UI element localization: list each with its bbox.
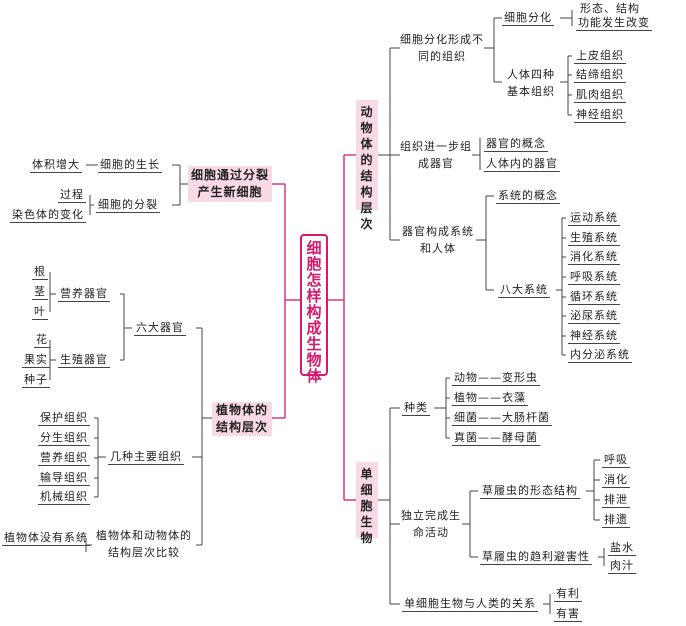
animal-structure-node: 动物体的结构层次 [356,100,378,231]
plant-tissue-item: 输导组织 [38,471,90,486]
reproduction-item: 花 [34,333,50,348]
plant-tissue-item: 机械组织 [38,490,90,505]
growth-result: 体积增大 [30,158,82,173]
system-item: 泌尿系统 [568,309,620,324]
system-item: 内分泌系统 [568,348,632,363]
kind-item: 真菌——酵母菌 [452,431,540,446]
reproduction-item: 种子 [22,373,50,388]
kind-item: 植物——衣藻 [452,391,528,406]
six-organs-node: 六大器官 [134,321,186,336]
single-cell-node: 单细胞生物 [356,462,378,545]
structure-compare-node: 植物体和动物体的结构层次比较 [96,529,192,559]
cell-split-node: 细胞的分裂 [96,198,160,213]
system-concept: 系统的概念 [496,189,560,204]
system-item: 生殖系统 [568,231,620,246]
paramecium-structure-node: 草履虫的形态结构 [480,484,580,499]
structure-item: 排遗 [602,513,630,528]
kind-item: 动物——变形虫 [452,371,540,386]
human-organs: 人体内的器官 [484,157,560,172]
kinds-node: 种类 [402,401,430,416]
relation-item: 有利 [554,587,582,602]
structure-item: 呼吸 [602,453,630,468]
plant-tissue-item: 保护组织 [38,411,90,426]
reproductive-organs-node: 生殖器官 [58,353,110,368]
tissue-item: 神经组织 [574,108,626,123]
plant-structure-node: 植物体的结构层次 [212,402,272,436]
paramecium-taxis-node: 草履虫的趋利避害性 [480,550,592,565]
cell-growth-node: 细胞的生长 [98,158,162,173]
main-tissues-node: 几种主要组织 [108,450,184,465]
kind-item: 细菌——大肠杆菌 [452,411,552,426]
split-item: 染色体的变化 [10,208,86,223]
life-activity-node: 独立完成生命活动 [401,509,461,539]
cell-division-node: 细胞通过分裂产生新细胞 [188,166,272,202]
tissue-item: 上皮组织 [574,49,626,64]
taxis-item: 肉汁 [608,559,636,574]
system-item: 消化系统 [568,250,620,265]
center-topic: 细胞怎样构成生物体 [300,234,328,384]
relation-node: 单细胞生物与人类的关系 [402,597,538,612]
plant-tissue-item: 营养组织 [38,451,90,466]
compare-result: 植物体没有系统 [2,531,90,546]
nutrition-organs-node: 营养器官 [58,287,110,302]
system-item: 神经系统 [568,329,620,344]
relation-item: 有害 [554,607,582,622]
nutrition-item: 根 [32,265,48,280]
nutrition-item: 叶 [32,305,48,320]
plant-tissue-item: 分生组织 [38,431,90,446]
structure-item: 消化 [602,473,630,488]
organ-to-system-node: 器官构成系统和人体 [402,225,474,255]
differentiation-label: 细胞分化 [502,11,554,26]
tissue-to-organ-node: 组织进一步组成器官 [400,140,472,170]
diff-result-2: 功能发生改变 [576,16,652,31]
four-tissues-node: 人体四种基本组织 [507,68,555,98]
split-item: 过程 [58,188,86,203]
structure-item: 排泄 [602,493,630,508]
system-item: 呼吸系统 [568,270,620,285]
nutrition-item: 茎 [32,285,48,300]
organ-concept: 器官的概念 [484,137,548,152]
eight-systems-node: 八大系统 [498,283,550,298]
tissue-item: 结缔组织 [574,68,626,83]
diff-result-1: 形态、结构 [580,2,640,15]
system-item: 运动系统 [568,211,620,226]
reproduction-item: 果实 [22,353,50,368]
cell-differentiation-node: 细胞分化形成不同的组织 [400,33,484,63]
system-item: 循环系统 [568,290,620,305]
tissue-item: 肌肉组织 [574,88,626,103]
taxis-item: 盐水 [608,541,636,556]
